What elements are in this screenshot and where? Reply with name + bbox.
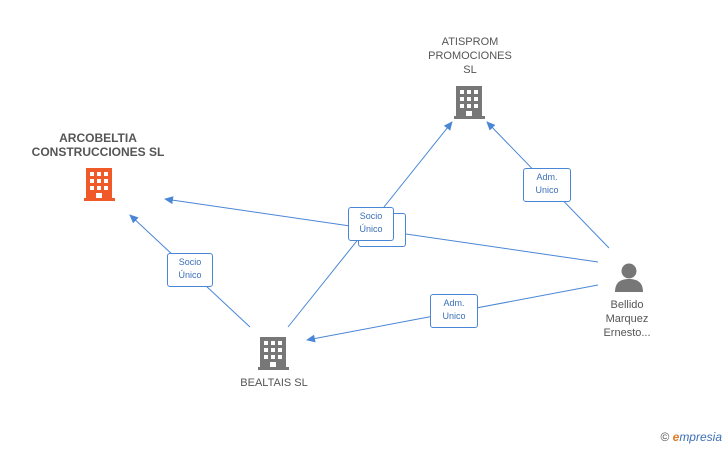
node-label-line: Marquez	[605, 313, 649, 325]
edge-label-line: Socio	[178, 257, 202, 267]
bellido-person-icon	[615, 263, 643, 292]
node-label-line: ARCOBELTIA	[59, 131, 137, 145]
building-icon[interactable]	[454, 85, 486, 119]
node-label-line: ATISPROM	[441, 36, 499, 48]
empresia-logo[interactable]: © empresia	[660, 430, 722, 444]
edge-label-line: Único	[178, 270, 202, 280]
person-icon[interactable]	[613, 262, 645, 292]
atisprom-building-icon	[454, 86, 485, 119]
node-label-bellido[interactable]: Bellido Marquez Ernesto...	[584, 298, 670, 340]
node-label-line: CONSTRUCCIONES SL	[31, 145, 165, 159]
node-label-line: Ernesto...	[603, 327, 651, 339]
edge-label-bellido-atisprom[interactable]: Adm. Unico	[523, 168, 571, 202]
edge-label-line: Adm.	[536, 172, 558, 182]
edge-label-line: Unico	[535, 185, 559, 195]
node-label-line: BEALTAIS SL	[240, 377, 308, 389]
logo-text: mpresia	[679, 430, 722, 444]
edge-label-line: Unico	[442, 311, 466, 321]
edge-label-bealtais-atisprom[interactable]: Socio Único	[348, 207, 394, 241]
node-label-arcobeltia[interactable]: ARCOBELTIA CONSTRUCCIONES SL	[18, 131, 178, 159]
arcobeltia-building-icon	[84, 168, 115, 201]
edge-label-bealtais-arcobeltia[interactable]: Socio Único	[167, 253, 213, 287]
node-label-atisprom[interactable]: ATISPROM PROMOCIONES SL	[410, 35, 530, 77]
node-label-line: Bellido	[610, 299, 644, 311]
logo-e: e	[672, 430, 680, 444]
node-label-line: SL	[463, 64, 477, 76]
copyright-symbol: ©	[660, 430, 670, 444]
node-label-line: PROMOCIONES	[428, 50, 512, 62]
bealtais-building-icon	[258, 337, 289, 370]
building-icon[interactable]	[258, 336, 290, 370]
edge-label-line: Socio	[359, 211, 383, 221]
edge-label-line: Único	[359, 224, 383, 234]
building-icon[interactable]	[84, 167, 116, 201]
edge-label-line: Adm.	[443, 298, 465, 308]
edge-label-bellido-bealtais[interactable]: Adm. Unico	[430, 294, 478, 328]
node-label-bealtais[interactable]: BEALTAIS SL	[214, 376, 334, 390]
